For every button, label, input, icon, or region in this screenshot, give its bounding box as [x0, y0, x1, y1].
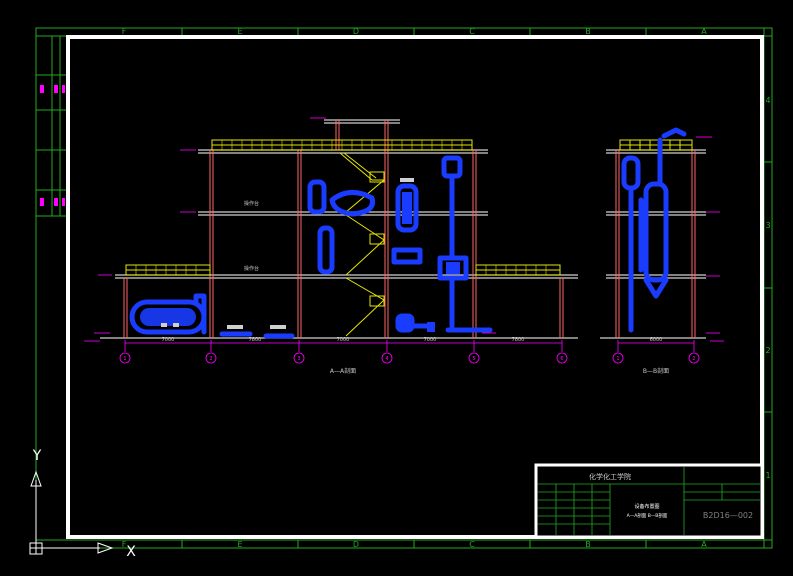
axis-aa-3: 3 [297, 356, 300, 362]
bb-cyclone [643, 181, 669, 283]
binding-strip-marks [40, 85, 65, 206]
zone-bottom-d: D [353, 540, 359, 549]
zone-bottom-f: F [122, 540, 127, 549]
section-bb-dimension-line [612, 340, 700, 364]
zone-labels: F E D C B A F E D C B A 4 3 2 1 [122, 27, 771, 549]
zone-bottom-c: C [469, 540, 475, 549]
axis-aa-4: 4 [385, 356, 388, 362]
ucs-x-label: X [126, 544, 136, 560]
span-label-5: 7800 [512, 337, 525, 343]
section-aa-dimension-line [124, 340, 563, 352]
title-block: 化学化工学院 设备布置图 A—A剖面 B—B剖面 B2D16—002 [534, 463, 764, 539]
distillation-column [441, 155, 463, 179]
span-label-3: 7000 [337, 337, 350, 343]
axis-bb-1: 1 [616, 356, 619, 362]
axis-bb-2: 2 [692, 356, 695, 362]
guardrail-hatching [135, 140, 547, 275]
pump-1 [395, 313, 415, 333]
zone-top-f: F [122, 27, 127, 36]
zone-right-1: 1 [765, 471, 770, 480]
title-block-subtitle: A—A剖面 B—B剖面 [627, 512, 668, 519]
floor-labels: 操作台 操作台 [244, 200, 259, 272]
section-bb-columns [615, 150, 696, 338]
section-bb-guardrail [619, 139, 693, 151]
floor-label-lower: 操作台 [244, 265, 259, 272]
span-label-1: 7000 [162, 337, 175, 343]
axis-aa-1: 1 [123, 356, 126, 362]
section-aa-structure [100, 119, 578, 339]
section-aa-title: A—A剖面 [330, 367, 356, 375]
equipment-details [161, 178, 414, 329]
title-block-school: 化学化工学院 [589, 472, 631, 481]
span-label-4: 7000 [424, 337, 437, 343]
ucs-icon [29, 470, 114, 555]
axis-aa-6: 6 [560, 356, 563, 362]
section-bb-equipment [621, 127, 687, 333]
section-aa-equipment [129, 155, 493, 339]
title-block-drawing-no: B2D16—002 [703, 511, 753, 520]
axis-aa-2: 2 [209, 356, 212, 362]
vessel-1 [307, 179, 327, 215]
zone-right-3: 3 [765, 221, 770, 230]
section-bb-title: B—B剖面 [643, 367, 669, 375]
zone-top-d: D [353, 27, 359, 36]
section-aa-axis-labels: 1 2 3 4 5 6 [123, 356, 563, 362]
span-label-2: 7800 [249, 337, 262, 343]
zone-top-c: C [469, 27, 475, 36]
zone-top-b: B [585, 27, 591, 36]
section-aa-span-labels: 7000 7800 7000 7000 7800 [162, 337, 525, 343]
bb-vessel-top [621, 155, 641, 191]
zone-bottom-e: E [237, 540, 242, 549]
axis-aa-5: 5 [472, 356, 475, 362]
section-aa-columns [123, 120, 564, 338]
title-block-drawing-name: 设备布置图 [634, 503, 659, 510]
zone-bottom-a: A [701, 540, 707, 549]
floor-label-upper: 操作台 [244, 200, 259, 207]
vessel-2 [317, 225, 335, 275]
zone-top-e: E [237, 27, 242, 36]
zone-top-a: A [701, 27, 707, 36]
zone-right-4: 4 [765, 96, 770, 105]
equipment-fill [140, 192, 460, 332]
inner-frame [66, 35, 764, 539]
section-aa-axis-bubbles [119, 352, 568, 364]
zone-bottom-b: B [585, 540, 591, 549]
bb-span-label: 6000 [650, 337, 663, 343]
section-aa-guardrails [125, 139, 561, 337]
zone-right-2: 2 [765, 346, 770, 355]
ucs-y-label: Y [32, 448, 42, 464]
reactor [395, 183, 419, 233]
elevation-marks [84, 117, 724, 342]
